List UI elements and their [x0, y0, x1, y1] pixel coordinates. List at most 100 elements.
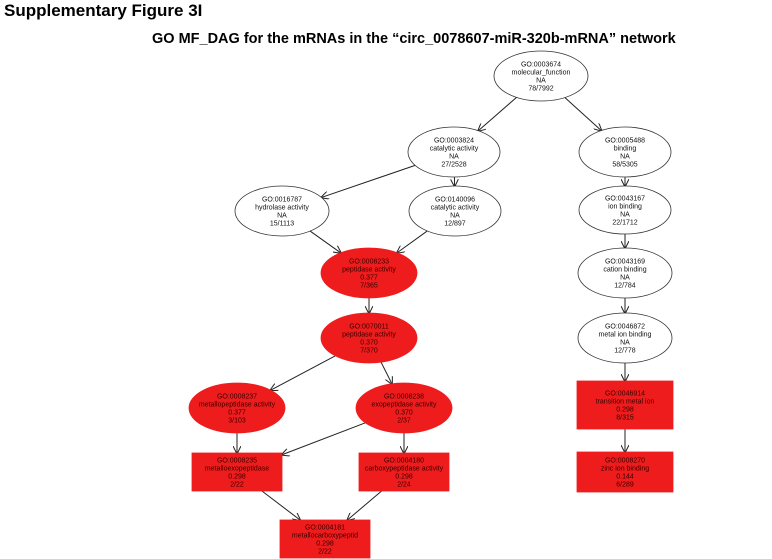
go-id-label: GO:0008235	[217, 458, 257, 465]
go-node-shape	[320, 312, 418, 364]
go-term-label: peptidase activity	[342, 332, 396, 339]
figure-subtitle: GO MF_DAG for the mRNAs in the “circ_007…	[152, 31, 676, 47]
go-count-label: 12/778	[614, 348, 636, 355]
go-id-label: GO:0005488	[605, 138, 645, 145]
go-node-shape	[578, 185, 672, 235]
edge-0070011-to-0008238	[380, 361, 392, 384]
go-pvalue-label: NA	[620, 212, 630, 219]
go-node-shape	[576, 451, 674, 493]
go-id-label: GO:0070011	[349, 324, 389, 331]
go-count-label: 2/22	[230, 482, 244, 489]
go-node-shape	[577, 247, 673, 299]
edge-0003674-to-0003824	[478, 96, 517, 130]
go-pvalue-label: NA	[620, 154, 630, 161]
go-count-label: 3/103	[228, 418, 246, 425]
go-pvalue-label: NA	[449, 154, 459, 161]
go-pvalue-label: NA	[620, 275, 630, 282]
go-node-shape	[577, 312, 673, 364]
go-pvalue-label: 0.298	[616, 407, 634, 414]
go-term-label: hydrolase activity	[255, 205, 309, 212]
go-count-label: 22/1712	[612, 220, 637, 227]
edge-0004180-to-0004181	[347, 490, 382, 520]
edge-0140096-to-0008233	[397, 230, 428, 253]
go-term-label: binding	[614, 146, 637, 153]
go-term-label: catalytic activity	[431, 205, 480, 212]
go-id-label: GO:0004180	[384, 458, 424, 465]
go-count-label: 12/784	[614, 283, 636, 290]
edges-layer	[237, 96, 625, 520]
go-id-label: GO:0003674	[521, 62, 561, 69]
go-count-label: 8/315	[616, 415, 634, 422]
go-id-label: GO:0008233	[349, 259, 389, 266]
go-count-label: 2/24	[397, 482, 411, 489]
go-node-shape	[320, 247, 418, 299]
go-id-label: GO:0140096	[435, 197, 475, 204]
go-node-shape	[407, 126, 501, 178]
go-id-label: GO:0003824	[434, 138, 474, 145]
go-count-label: 27/2528	[441, 162, 466, 169]
edge-0003824-to-0016787	[321, 164, 416, 197]
go-count-label: 7/365	[360, 283, 378, 290]
edge-0003674-to-0005488	[564, 97, 601, 131]
nodes-layer: GO:0003674molecular_functionNA78/7992GO:…	[188, 50, 674, 559]
edge-0008235-to-0004181	[261, 490, 300, 520]
go-id-label: GO:0046872	[605, 324, 645, 331]
go-term-label: metal ion binding	[599, 332, 652, 339]
go-count-label: 2/37	[397, 418, 411, 425]
go-term-label: cation binding	[603, 267, 646, 274]
go-pvalue-label: NA	[620, 340, 630, 347]
go-pvalue-label: NA	[536, 78, 546, 85]
go-id-label: GO:0016787	[262, 197, 302, 204]
go-id-label: GO:0046914	[605, 391, 645, 398]
go-node-shape	[578, 126, 672, 178]
go-pvalue-label: 0.298	[395, 474, 413, 481]
figure-title: Supplementary Figure 3I	[4, 1, 203, 20]
go-term-label: catalytic activity	[430, 146, 479, 153]
go-pvalue-label: 0.377	[360, 275, 378, 282]
go-count-label: 2/22	[318, 549, 332, 556]
go-count-label: 78/7992	[528, 86, 553, 93]
go-term-label: transition metal ion	[596, 399, 655, 406]
go-node-shape	[408, 185, 502, 237]
go-node-shape	[358, 452, 450, 492]
go-pvalue-label: 0.370	[395, 410, 413, 417]
go-id-label: GO:0043167	[605, 196, 645, 203]
go-count-label: 58/5305	[612, 162, 637, 169]
edge-0016787-to-0008233	[309, 230, 341, 253]
go-pvalue-label: 0.298	[228, 474, 246, 481]
go-id-label: GO:0043169	[605, 259, 645, 266]
go-id-label: GO:0004181	[305, 525, 345, 532]
go-pvalue-label: 0.144	[616, 474, 634, 481]
go-term-label: metallocarboxypeptid	[292, 533, 358, 540]
go-count-label: 12/897	[444, 221, 466, 228]
go-id-label: GO:0008237	[217, 394, 257, 401]
go-count-label: 15/1113	[270, 221, 294, 228]
go-term-label: ion binding	[608, 204, 642, 211]
go-id-label: GO:0008238	[384, 394, 424, 401]
go-count-label: 6/289	[616, 482, 634, 489]
go-node-shape	[493, 50, 589, 102]
go-node-shape	[188, 382, 286, 434]
go-pvalue-label: 0.370	[360, 340, 378, 347]
edge-0008238-to-0008235	[282, 422, 366, 455]
go-pvalue-label: NA	[450, 213, 460, 220]
go-node-shape	[355, 382, 453, 434]
edge-0070011-to-0008237	[271, 355, 336, 390]
go-pvalue-label: 0.377	[228, 410, 246, 417]
go-pvalue-label: NA	[277, 213, 287, 220]
go-term-label: exopeptidase activity	[372, 402, 437, 409]
